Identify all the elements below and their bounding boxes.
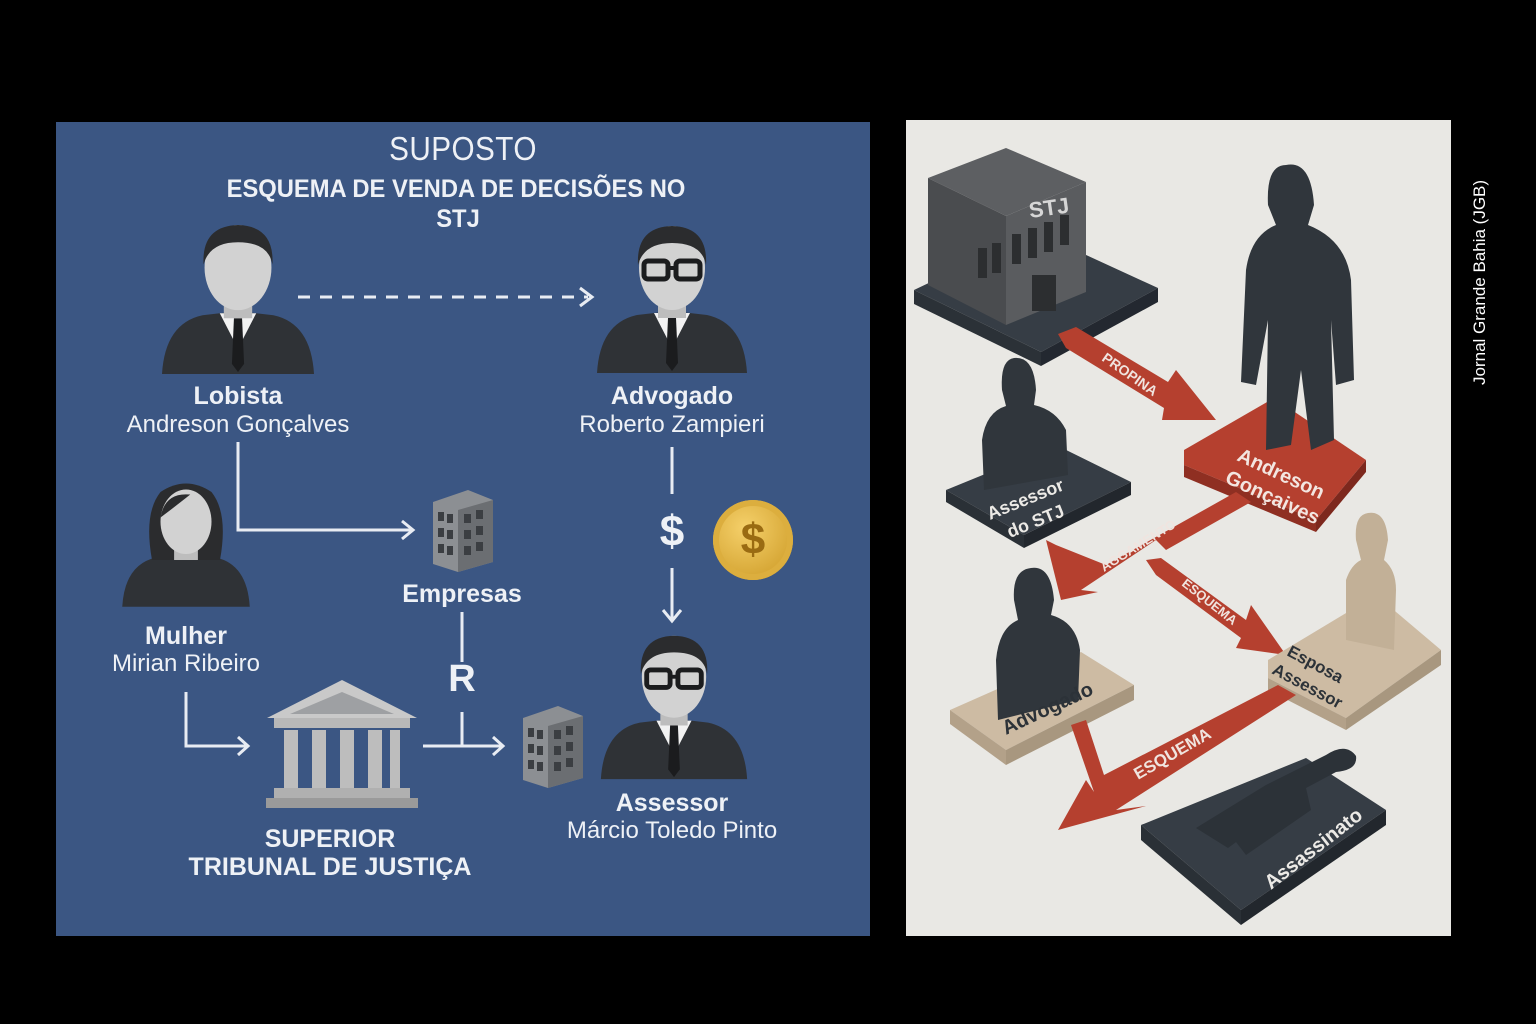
photo-credit: Jornal Grande Bahia (JGB): [1470, 179, 1489, 385]
mulher-role: Mulher: [145, 622, 227, 650]
tribunal-label-line2: TRIBUNAL DE JUSTIÇA: [188, 853, 472, 881]
r-label: R: [448, 658, 476, 700]
courthouse-icon: [266, 680, 418, 808]
assessor-building-icon: [518, 698, 588, 788]
empresas-label: Empresas: [402, 580, 522, 608]
diagram-subtitle-line1: ESQUEMA DE VENDA DE DECISÕES NO: [226, 175, 686, 203]
coin-icon: $: [713, 500, 793, 580]
coin-symbol: $: [740, 515, 766, 564]
svg-text:ESQUEMA: ESQUEMA: [1179, 576, 1241, 629]
mulher-name: Mirian Ribeiro: [111, 650, 261, 677]
mulher-avatar: [118, 472, 254, 614]
arrow-lobista-empresas: [236, 442, 411, 532]
diagram-title: SUPOSTO: [389, 130, 537, 167]
assessor-name: Márcio Toledo Pinto: [566, 817, 778, 844]
advogado-role: Advogado: [610, 382, 734, 410]
arrow-mulher-tribunal: [184, 692, 246, 748]
arrow-propina: PROPINA: [1058, 327, 1216, 420]
connector-arrows: [184, 286, 683, 757]
advogado-avatar: [592, 222, 752, 374]
diagram-subtitle-line2: STJ: [436, 205, 480, 233]
stj-building: STJ: [914, 148, 1158, 366]
infographic-panel: SUPOSTO ESQUEMA DE VENDA DE DECISÕES NO …: [56, 122, 870, 936]
esposa-figure: Esposa Assessor: [1268, 512, 1441, 730]
advogado-name: Roberto Zampieri: [579, 411, 765, 438]
stj-building-label: STJ: [1027, 193, 1070, 223]
lobista-role: Lobista: [193, 382, 283, 410]
tribunal-label-line1: SUPERIOR: [264, 825, 396, 853]
illustration-panel: STJ PROPINA Andreson Gonçaives Assessor …: [906, 120, 1451, 936]
assessor-avatar: [596, 630, 752, 782]
arrow-esquema-1: ESQUEMA: [1146, 558, 1286, 655]
lobista-avatar: [156, 222, 320, 374]
scheme-illustration: STJ PROPINA Andreson Gonçaives Assessor …: [914, 148, 1441, 925]
advogado-figure: Advogado: [950, 567, 1134, 765]
assessor-stj-figure: Assessor do STJ: [946, 357, 1131, 548]
assessor-role: Assessor: [615, 789, 729, 817]
money-symbol: $: [659, 507, 685, 556]
lobista-name: Andreson Gonçalves: [126, 411, 350, 438]
empresas-building-icon: [428, 482, 498, 572]
assassinato-figure: Assassinato: [1141, 748, 1386, 925]
andreson-figure: Andreson Gonçaives: [1184, 164, 1366, 532]
